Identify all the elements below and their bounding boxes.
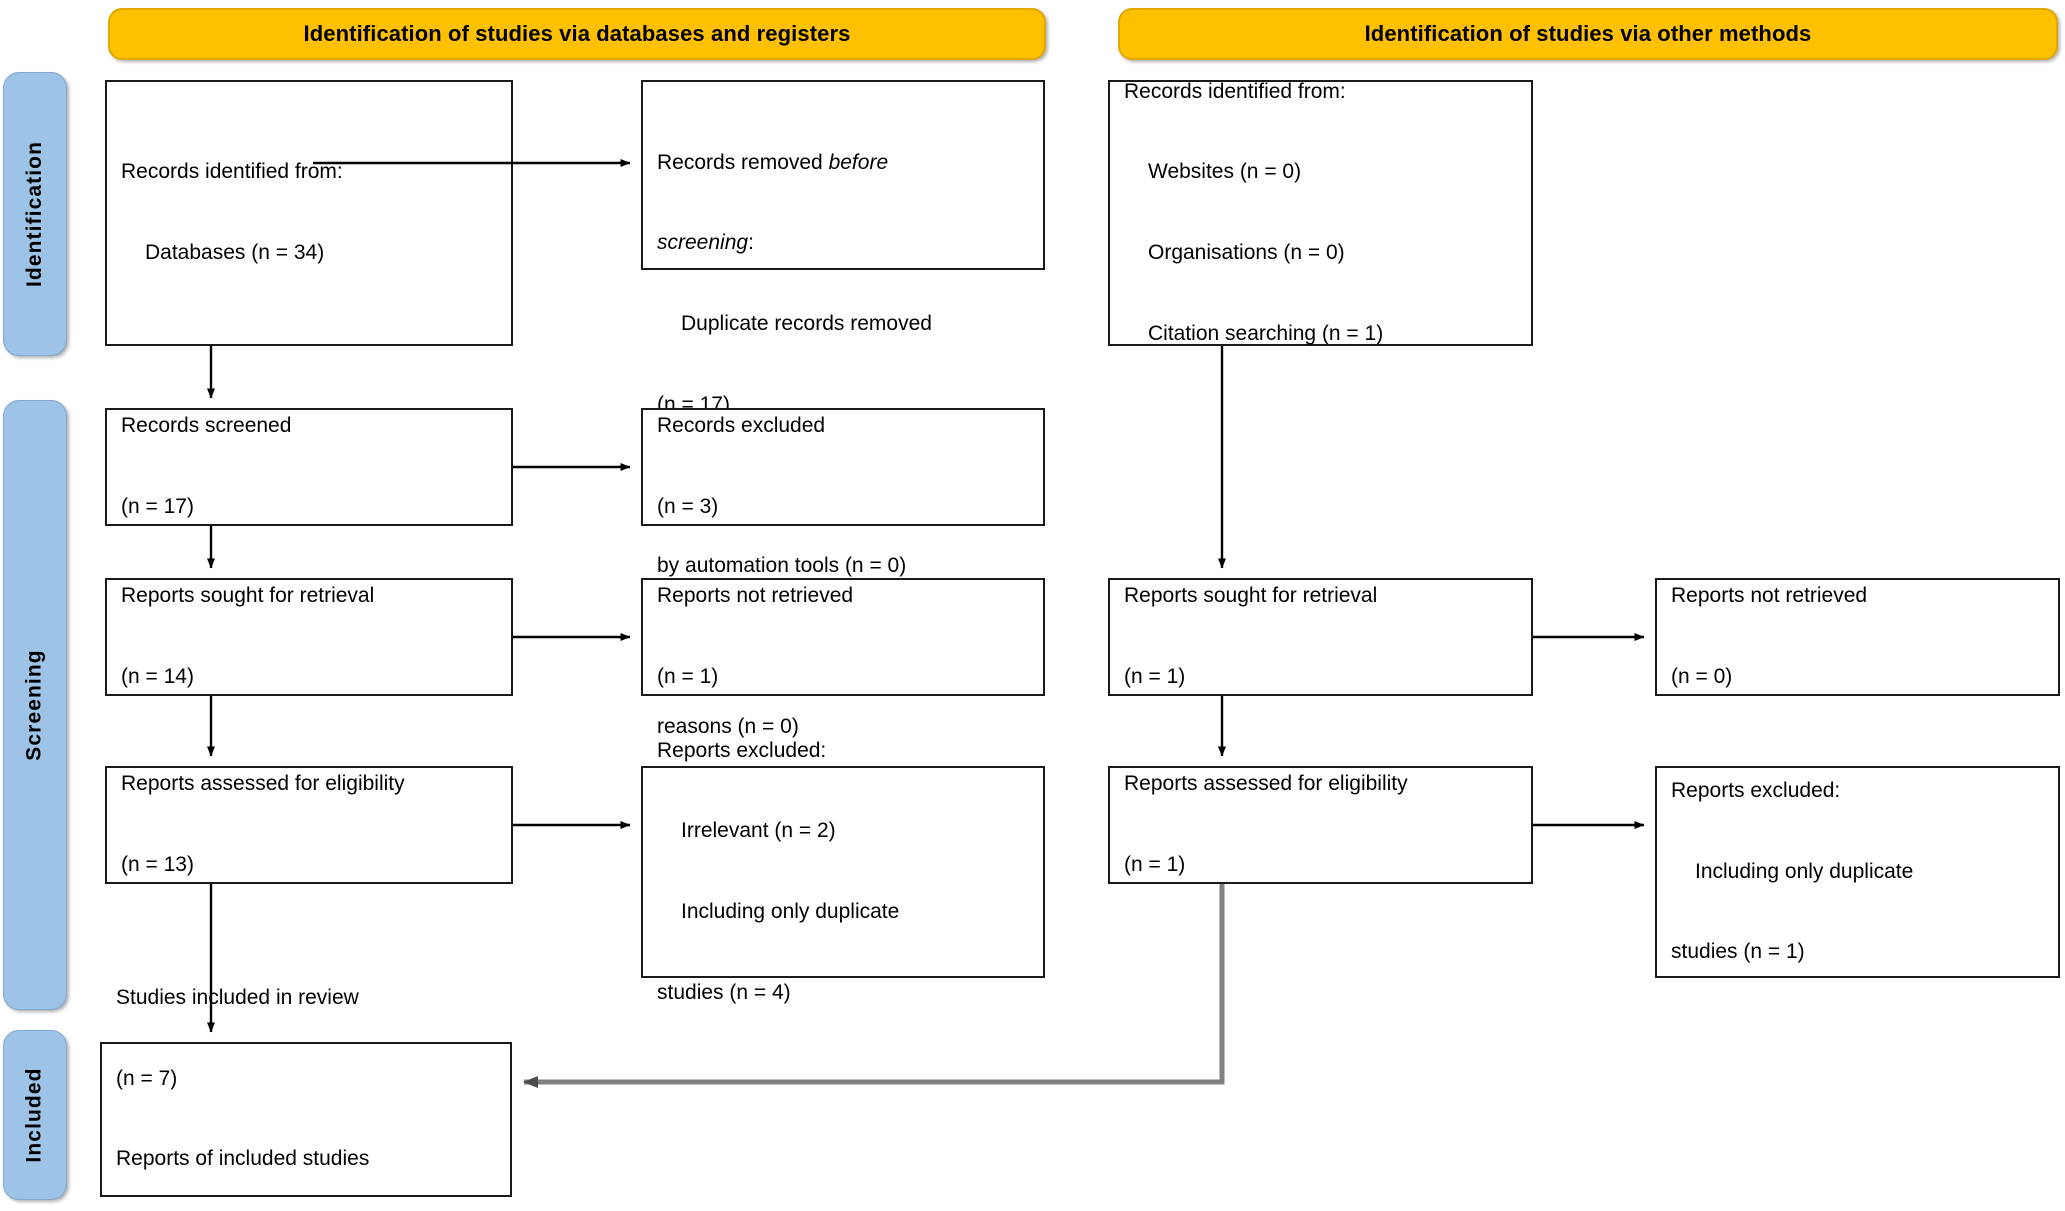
reports-not-retrieved-left-line1: Reports not retrieved <box>657 584 854 608</box>
reports-assessed-left-line1: Reports assessed for eligibility <box>121 772 405 796</box>
records-excluded-line2: (n = 3) <box>657 494 719 518</box>
node-records-excluded: Records excluded (n = 3) <box>641 408 1045 526</box>
stage-bar-screening: Screening <box>3 400 67 1010</box>
banner-right-label: Identification of studies via other meth… <box>1364 21 1812 46</box>
reports-excluded-right-line3: studies (n = 1) <box>1671 940 1805 964</box>
records-identified-other-line3: Organisations (n = 0) <box>1148 240 1345 264</box>
reports-assessed-right-line2: (n = 1) <box>1124 852 1186 876</box>
reports-sought-left-line1: Reports sought for retrieval <box>121 584 375 608</box>
records-identified-other-line4: Citation searching (n = 1) <box>1148 321 1384 345</box>
cross-column-connector <box>523 884 1225 1088</box>
node-studies-included: Studies included in review (n = 7) Repor… <box>100 986 512 1197</box>
records-removed-line1a: Records removed <box>657 150 829 174</box>
included-line3: Reports of included studies <box>116 1147 370 1171</box>
reports-excluded-left-line4: studies (n = 4) <box>657 980 791 1004</box>
node-reports-sought-left: Reports sought for retrieval (n = 14) <box>105 578 513 696</box>
reports-not-retrieved-right-line2: (n = 0) <box>1671 664 1733 688</box>
node-reports-assessed-left: Reports assessed for eligibility (n = 13… <box>105 766 513 884</box>
reports-not-retrieved-right-line1: Reports not retrieved <box>1671 584 1868 608</box>
records-excluded-line1: Records excluded <box>657 414 826 438</box>
records-screened-line2: (n = 17) <box>121 494 194 518</box>
records-identified-line2: Databases (n = 34) <box>145 240 325 264</box>
node-reports-excluded-left: Reports excluded: Irrelevant (n = 2) Inc… <box>641 739 1045 1004</box>
records-removed-line1b: before <box>828 150 889 174</box>
stage-bar-identification: Identification <box>3 72 67 356</box>
records-removed-line8: reasons (n = 0) <box>657 715 799 739</box>
reports-excluded-right-line1: Reports excluded: <box>1671 778 1841 802</box>
node-records-identified-databases: Records identified from: Databases (n = … <box>105 80 513 346</box>
records-identified-other-line2: Websites (n = 0) <box>1148 160 1302 184</box>
banner-other-methods: Identification of studies via other meth… <box>1118 8 2058 60</box>
included-line2: (n = 7) <box>116 1066 178 1090</box>
reports-assessed-left-line2: (n = 13) <box>121 852 194 876</box>
node-reports-sought-right: Reports sought for retrieval (n = 1) <box>1108 578 1533 696</box>
reports-excluded-left-line3: Including only duplicate <box>681 899 900 923</box>
records-removed-line2b: : <box>748 231 754 255</box>
reports-sought-left-line2: (n = 14) <box>121 664 194 688</box>
reports-sought-right-line1: Reports sought for retrieval <box>1124 584 1378 608</box>
node-reports-not-retrieved-left: Reports not retrieved (n = 1) <box>641 578 1045 696</box>
reports-excluded-right-line2: Including only duplicate <box>1695 859 1914 883</box>
stage-bar-included: Included <box>3 1030 67 1200</box>
node-reports-assessed-right: Reports assessed for eligibility (n = 1) <box>1108 766 1533 884</box>
reports-assessed-right-line1: Reports assessed for eligibility <box>1124 772 1408 796</box>
reports-excluded-left-line2: Irrelevant (n = 2) <box>681 819 836 843</box>
banner-databases-registers: Identification of studies via databases … <box>108 8 1046 60</box>
reports-excluded-left-line1: Reports excluded: <box>657 738 827 762</box>
reports-not-retrieved-left-line2: (n = 1) <box>657 664 719 688</box>
records-identified-line1: Records identified from: <box>121 160 343 184</box>
node-reports-not-retrieved-right: Reports not retrieved (n = 0) <box>1655 578 2060 696</box>
reports-sought-right-line2: (n = 1) <box>1124 664 1186 688</box>
records-identified-other-line1: Records identified from: <box>1124 79 1346 103</box>
records-removed-line6: by automation tools (n = 0) <box>657 553 907 577</box>
node-records-screened: Records screened (n = 17) <box>105 408 513 526</box>
node-reports-excluded-right: Reports excluded: Including only duplica… <box>1655 766 2060 978</box>
records-removed-line3: Duplicate records removed <box>681 312 932 335</box>
records-removed-line2a: screening <box>657 231 749 255</box>
node-records-identified-other: Records identified from: Websites (n = 0… <box>1108 80 1533 346</box>
records-screened-line1: Records screened <box>121 414 292 438</box>
banner-left-label: Identification of studies via databases … <box>303 21 851 46</box>
